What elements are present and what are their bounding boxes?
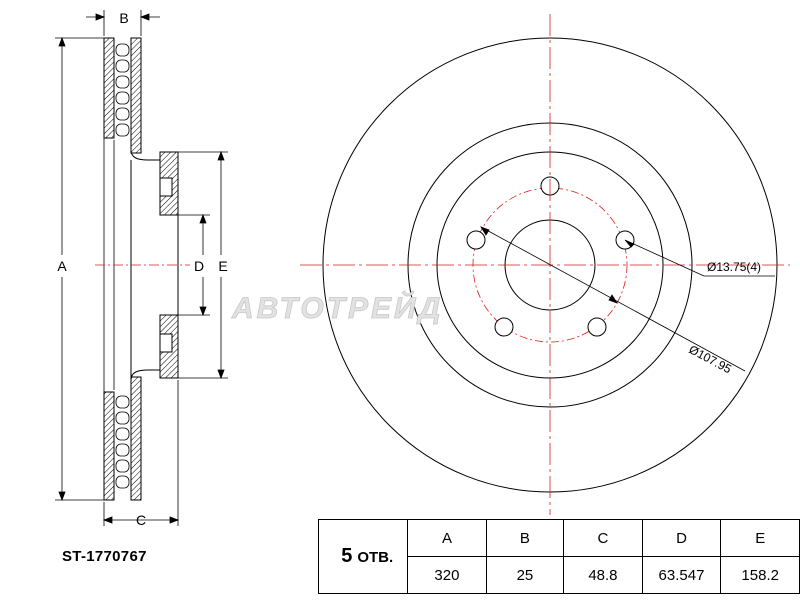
outer-plate-top [103, 37, 115, 139]
header-e: E [720, 519, 800, 557]
outer-plate-bottom [103, 391, 115, 501]
specs-header-row: 5 ОТВ. A B C D E [317, 519, 800, 594]
bolt-hole-section-bottom [159, 333, 173, 353]
dimension-d [178, 213, 210, 317]
holes-cell: 5 ОТВ. [317, 519, 409, 594]
dimension-d-label: D [194, 258, 204, 274]
dimension-c-label: C [136, 512, 146, 528]
side-view: B C A D [55, 10, 228, 528]
dimension-e-label: E [218, 258, 227, 274]
bolt-hole-callout: Ø13.75(4) [707, 260, 761, 274]
dimension-c [102, 380, 180, 526]
value-e: 158.2 [720, 556, 800, 594]
part-number: ST-1770767 [62, 548, 147, 565]
watermark: АВТОТРЕЙД [231, 290, 443, 325]
bolt-holes [466, 176, 635, 337]
specs-value-row: 320 25 48.8 63.547 158.2 [319, 556, 800, 594]
bolt-hole-section-top [159, 177, 173, 197]
pcd-callout: Ø107.95 [687, 342, 735, 376]
specs-table: 5 ОТВ. A B C D E 320 25 48.8 63.547 158.… [317, 519, 800, 594]
bolt-hole-leader [624, 239, 775, 277]
dimension-b-label: B [119, 10, 128, 26]
dimension-a [55, 36, 104, 502]
bolt-hole-4 [494, 317, 514, 337]
header-b: B [485, 519, 565, 557]
front-view: Ø13.75(4) Ø107.95 АВТОТРЕЙД [231, 14, 790, 515]
hub-outline-bottom [130, 369, 160, 381]
header-d: D [641, 519, 722, 557]
dimension-e [178, 150, 228, 380]
cooling-vanes-top [115, 43, 130, 137]
header-a: A [407, 519, 487, 557]
inner-plate-bottom [130, 376, 142, 501]
value-c: 48.8 [563, 556, 643, 594]
bolt-hole-5 [466, 230, 486, 250]
holes-count: 5 [341, 545, 353, 567]
dimension-b [86, 10, 160, 36]
inner-plate-top [130, 37, 142, 154]
value-b: 25 [485, 556, 565, 594]
value-a: 320 [407, 556, 487, 594]
value-d: 63.547 [641, 556, 722, 594]
pcd-leader [480, 226, 746, 372]
holes-unit: ОТВ. [357, 549, 394, 566]
bolt-hole-3 [587, 317, 607, 337]
dimension-a-label: A [57, 258, 67, 274]
header-c: C [563, 519, 643, 557]
cooling-vanes-bottom [115, 395, 130, 489]
